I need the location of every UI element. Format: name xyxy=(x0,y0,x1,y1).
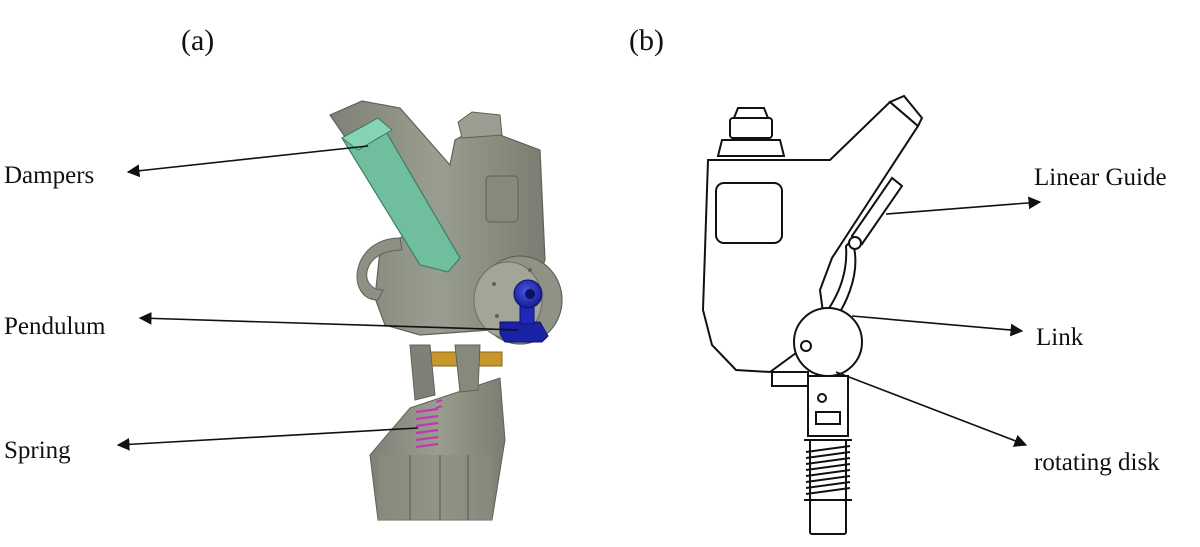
linear-guide-arrow xyxy=(885,196,1042,215)
rotating-disk-arrow xyxy=(835,371,1028,447)
panel-a-label: (a) xyxy=(181,24,215,57)
link-label: Link xyxy=(1036,324,1084,351)
spring-label: Spring xyxy=(4,437,71,464)
rotating-disk-label: rotating disk xyxy=(1034,449,1160,476)
spring-arrow xyxy=(116,427,419,451)
pendulum xyxy=(499,279,549,343)
spring-coil xyxy=(415,398,443,449)
spring-drawing xyxy=(804,439,852,501)
link-arrow xyxy=(851,315,1024,337)
dampers-label: Dampers xyxy=(4,162,95,189)
panel-b-label: (b) xyxy=(629,24,664,57)
cad-model xyxy=(329,100,563,521)
handle xyxy=(356,237,403,301)
pendulum-arrow xyxy=(138,311,519,331)
dampers-arrow xyxy=(126,145,369,178)
linear-guide-label: Linear Guide xyxy=(1034,164,1167,191)
pendulum-label: Pendulum xyxy=(4,313,106,340)
line-drawing xyxy=(701,94,924,535)
